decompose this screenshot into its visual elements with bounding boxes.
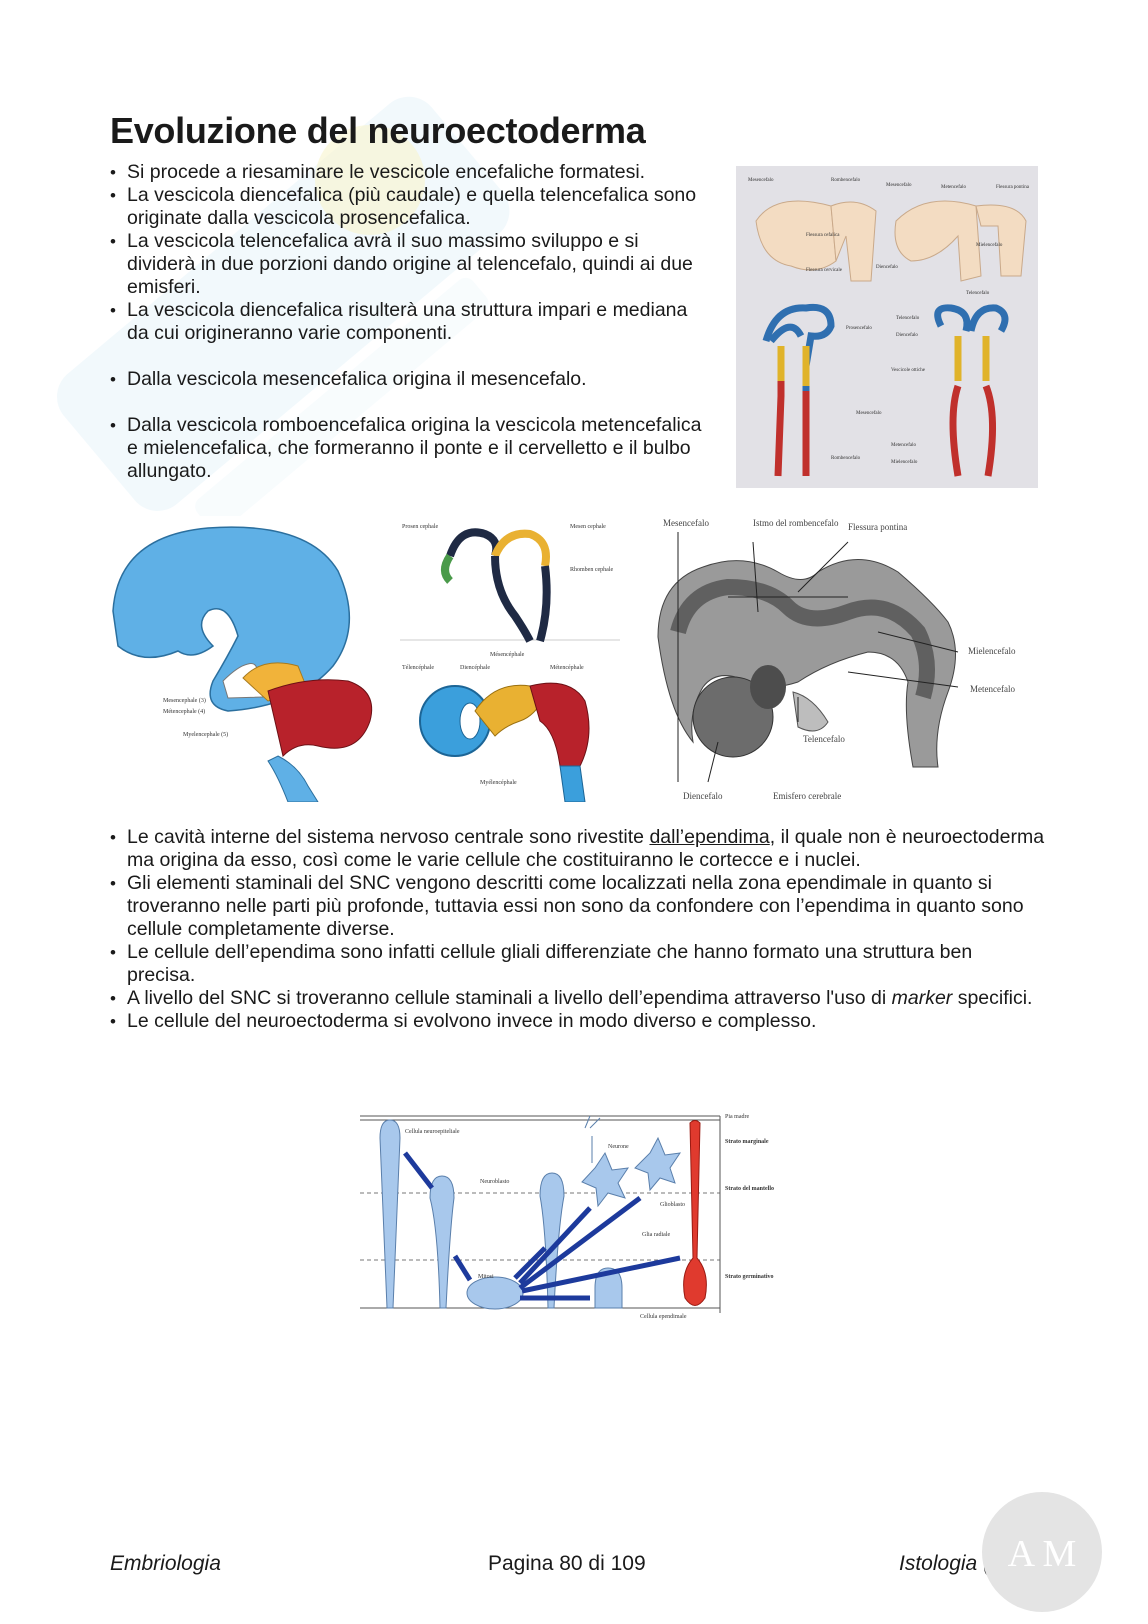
fig-label: Vescicole ottiche (891, 368, 926, 373)
fig-label: Cellula neuroepiteliale (405, 1129, 460, 1135)
fig-label: Myelencephale (5) (183, 731, 228, 738)
fig-label: Rhomben cephale (570, 567, 613, 573)
page-title: Evoluzione del neuroectoderma (110, 110, 646, 151)
fig-label: Mielencefalo (968, 646, 1016, 656)
fig-label: Prosen cephale (402, 524, 438, 530)
fig-label: Diencefalo (683, 791, 723, 801)
fig-label: Rombencefalo (831, 178, 861, 183)
fig-label: Métencephale (4) (163, 708, 205, 715)
fig-label: Diencefalo (896, 333, 918, 338)
fig-label: Mesencefalo (886, 183, 912, 188)
fig-label: Metencefalo (941, 185, 966, 190)
fig-label: Flessura cervicale (806, 268, 843, 273)
fig-label: Mielencefalo (891, 460, 918, 465)
logo-text: A M (1008, 1533, 1077, 1575)
fig-label: Diencéphale (460, 665, 490, 671)
bullet-item: A livello del SNC si troveranno cellule … (110, 987, 1045, 1010)
fig-label: Telencefalo (896, 316, 920, 321)
figure-colored-vesicles: Prosen cephale Mesen cephale Rhomben cep… (400, 516, 620, 802)
fig-label: Glioblasto (660, 1202, 685, 1208)
bullet-item: La vescicola telencefalica avrà il suo m… (110, 230, 710, 299)
figure-gray-brain: Mesencefalo Istmo del rombencefalo Fless… (648, 512, 1040, 806)
bullet-item: Le cellule dell’ependima sono infatti ce… (110, 941, 1045, 987)
bullet-item: Le cavità interne del sistema nervoso ce… (110, 826, 1045, 872)
fig-label: Mesencephale (3) (163, 697, 206, 704)
fig-label: Télencéphale (402, 665, 434, 671)
bullet-item: Si procede a riesaminare le vescicole en… (110, 161, 710, 184)
bullet-item: Dalla vescicola mesencefalica origina il… (110, 368, 710, 391)
fig-label: Telencefalo (803, 734, 845, 744)
fig-label: Emisfero cerebrale (773, 791, 841, 801)
fig-label: Telencefalo (966, 291, 990, 296)
fig-label: Neurone (608, 1144, 629, 1150)
fig-label: Strato germinativo (725, 1274, 774, 1280)
fig-label: Flessura pontina (996, 185, 1030, 190)
fig-label: Myélencéphale (480, 780, 517, 786)
lower-bullet-list: Le cavità interne del sistema nervoso ce… (110, 826, 1045, 1033)
fig-label: Mesencefalo (856, 411, 882, 416)
am-logo: A M (982, 1492, 1102, 1612)
fig-label: Rombencefalo (831, 456, 861, 461)
fig-label: Istmo del rombencefalo (753, 518, 839, 528)
fig-label: Mesencefalo (748, 178, 774, 183)
fig-label: Cellula ependimale (640, 1314, 687, 1320)
bullet-item: La vescicola diencefalica (più caudale) … (110, 184, 710, 230)
intro-bullet-list: Si procede a riesaminare le vescicole en… (110, 161, 710, 483)
fig-label: Mitosi (478, 1274, 494, 1280)
figure-cell-lineage: Cellula neuroepiteliale Neuroblasto Neur… (360, 1108, 790, 1330)
bullet-item: La vescicola diencefalica risulterà una … (110, 299, 710, 345)
bullet-item: Le cellule del neuroectoderma si evolvon… (110, 1010, 1045, 1033)
fig-label: Mesencefalo (663, 518, 709, 528)
bullet-item: Gli elementi staminali del SNC vengono d… (110, 872, 1045, 941)
page-number: Pagina 80 di 109 (488, 1552, 646, 1575)
fig-label: Strato del mantello (725, 1186, 774, 1192)
fig-label: Flessura pontina (848, 522, 907, 532)
fig-label: Pia madre (725, 1114, 749, 1120)
figure-blue-brain: Mesencephale (3) Métencephale (4) Myelen… (108, 516, 388, 802)
fig-label: Glia radiale (642, 1232, 670, 1238)
fig-label: Mésencéphale (490, 652, 525, 658)
ependima-term: dall’ependima (649, 826, 770, 848)
fig-label: Prosencefalo (846, 326, 872, 331)
fig-label: Mielencefalo (976, 243, 1003, 248)
fig-label: Mesen cephale (570, 524, 606, 530)
fig-label: Flessura cefalica (806, 233, 840, 238)
fig-label: Diencefalo (876, 265, 898, 270)
bullet-item: Dalla vescicola romboencefalica origina … (110, 414, 710, 483)
fig-label: Metencefalo (970, 684, 1015, 694)
fig-label: Métencéphale (550, 665, 584, 671)
figure-brain-vesicles: Mesencefalo Rombencefalo Mesencefalo Met… (736, 166, 1038, 488)
fig-label: Strato marginale (725, 1139, 769, 1145)
footer-left: Embriologia (110, 1552, 221, 1575)
fig-label: Metencefalo (891, 443, 916, 448)
fig-label: Neuroblasto (480, 1179, 509, 1185)
